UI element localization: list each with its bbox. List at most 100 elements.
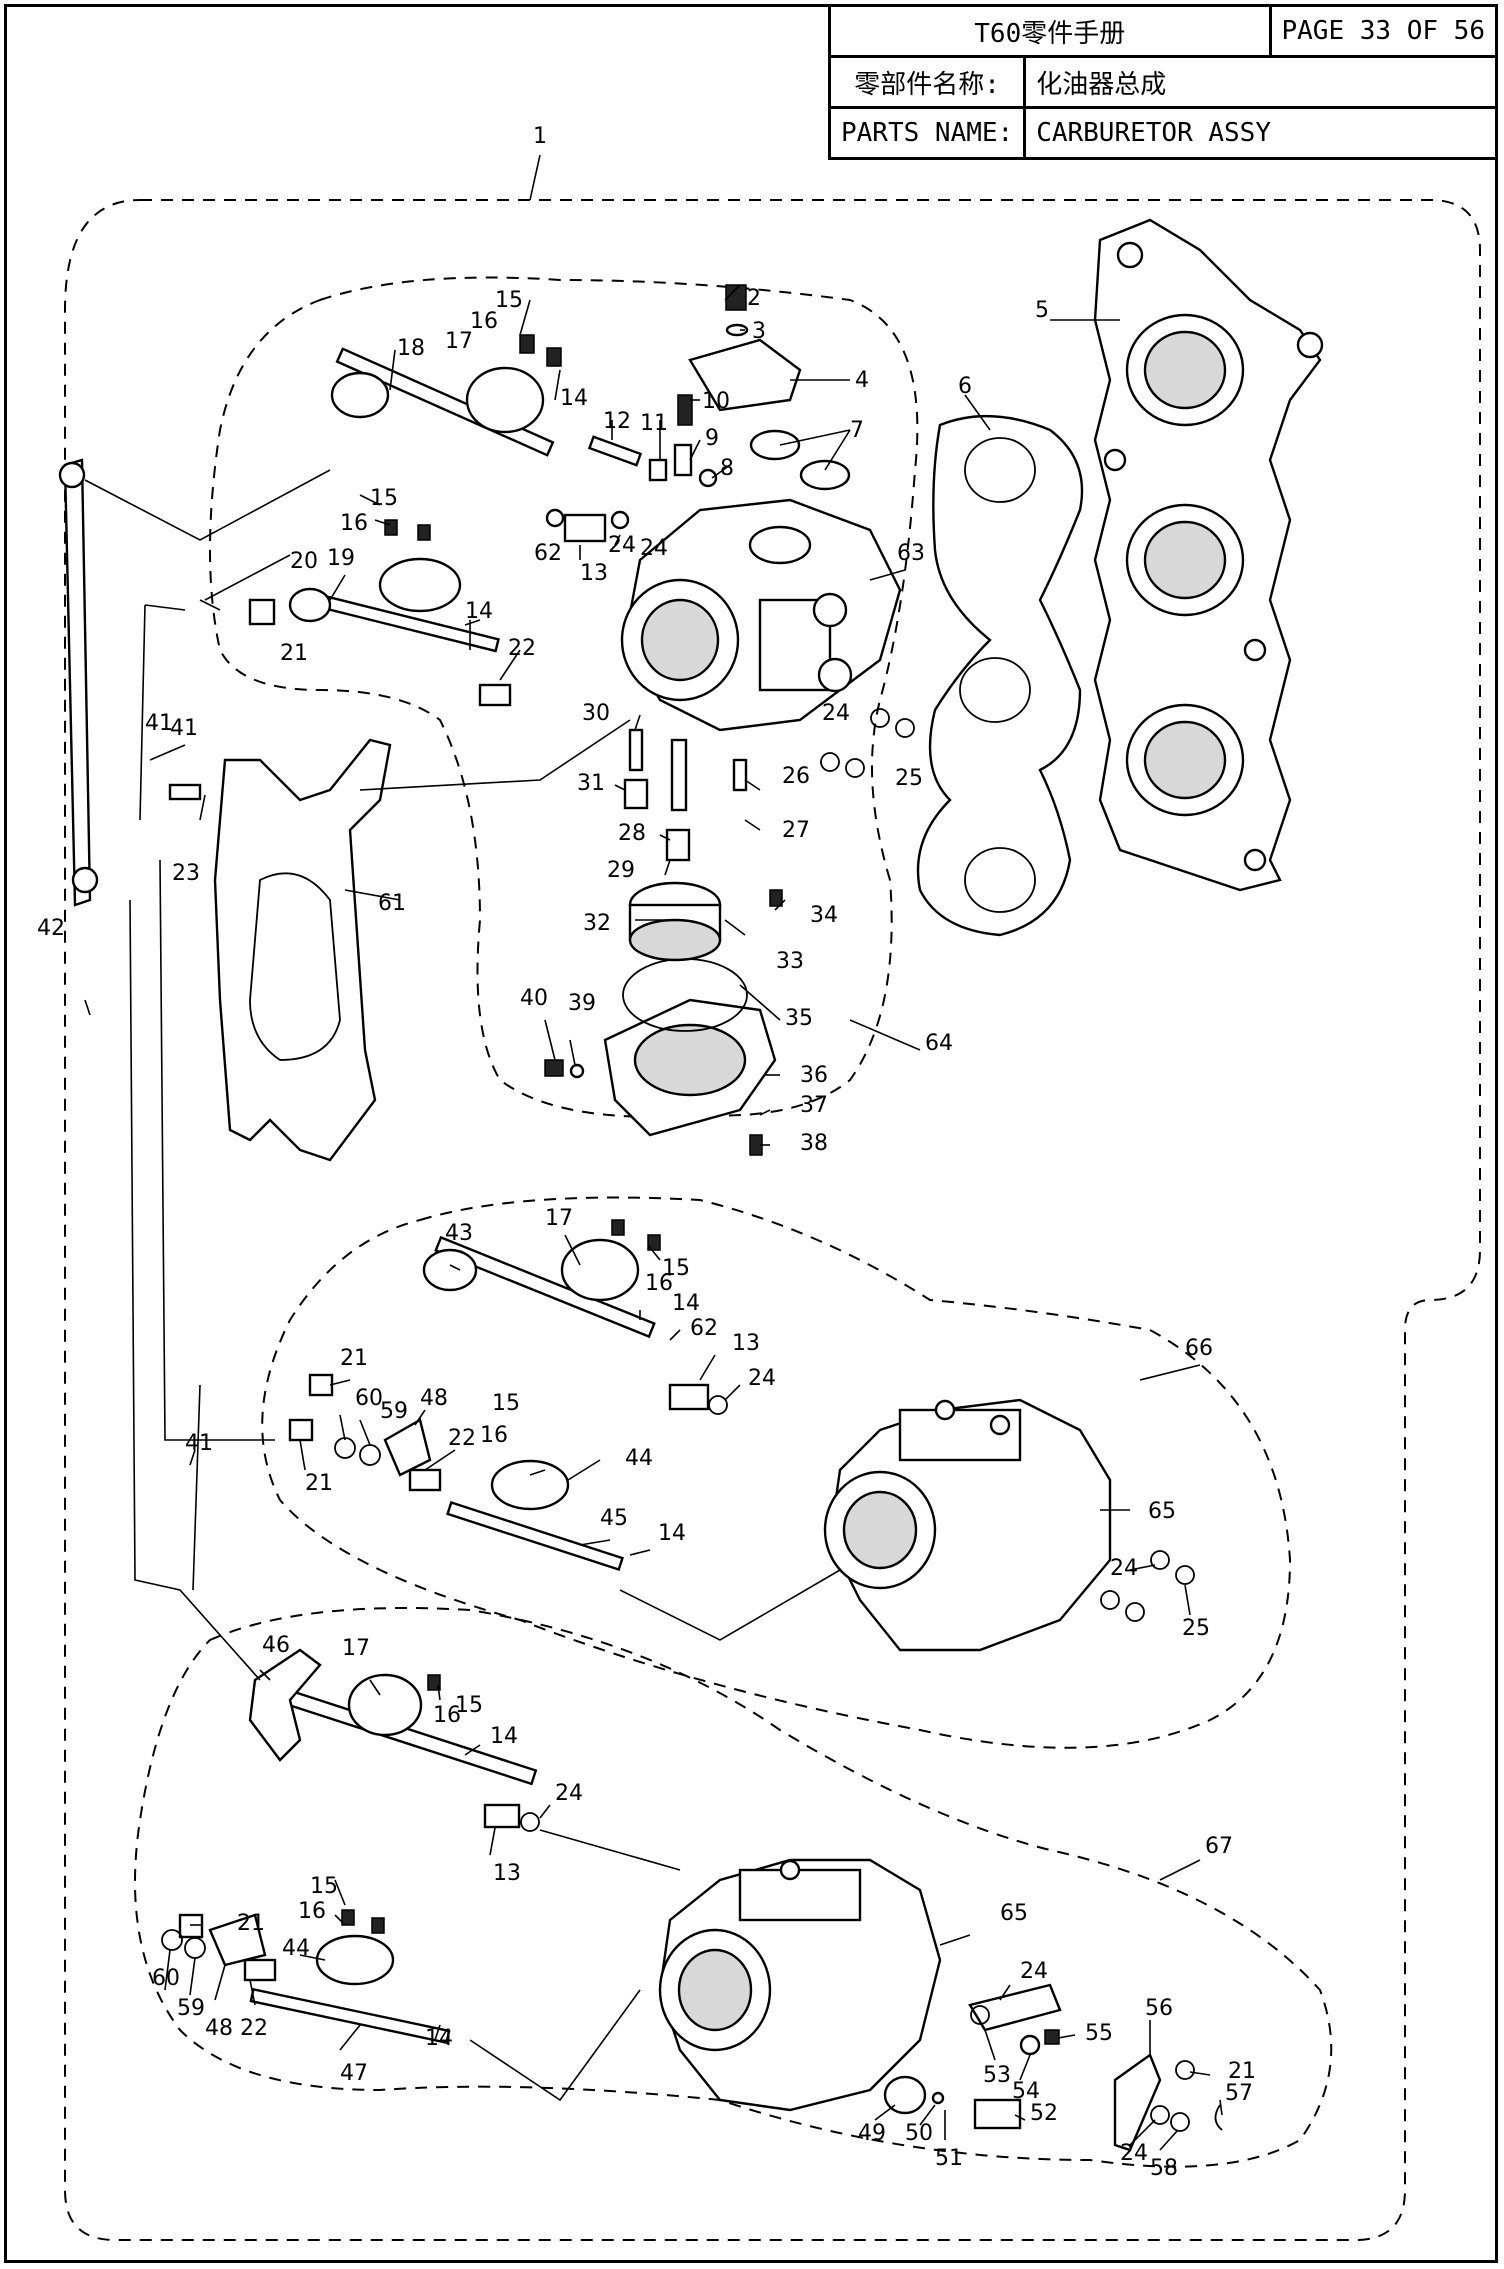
link-rod-part-41a — [139, 604, 186, 821]
callout-8: 8 — [720, 456, 734, 481]
lever-part-56 — [1113, 2053, 1162, 2152]
seal-part-7a — [749, 429, 801, 461]
callout-57: 57 — [1225, 2081, 1253, 2106]
callout-64: 64 — [925, 1031, 953, 1056]
callout-21c: 21 — [305, 1471, 333, 1496]
callout-17b: 17 — [545, 1206, 573, 1231]
callout-67: 67 — [1205, 1834, 1233, 1859]
callout-30: 30 — [582, 701, 610, 726]
callout-11: 11 — [640, 411, 668, 436]
callout-21e: 21 — [1228, 2059, 1256, 2084]
callout-20: 20 — [290, 549, 318, 574]
callout-65b: 65 — [1000, 1901, 1028, 1926]
callout-19: 19 — [327, 546, 355, 571]
callout-24a: 24 — [608, 533, 636, 558]
callout-56: 56 — [1145, 1996, 1173, 2021]
callout-15f: 15 — [310, 1874, 338, 1899]
callout-62a: 62 — [534, 541, 562, 566]
callout-7: 7 — [850, 418, 864, 443]
callout-13a: 13 — [580, 561, 608, 586]
choke-shaft-part-20 — [288, 519, 512, 707]
part-name-cn-value: 化油器总成 — [1023, 55, 1498, 109]
throttle-shaft-part-43 — [422, 1219, 661, 1339]
choke-shaft-part-45 — [334, 1418, 624, 1572]
jet-part-26 — [732, 758, 748, 792]
oring-part-54 — [1019, 2034, 1041, 2056]
callout-66: 66 — [1185, 1336, 1213, 1361]
callout-63: 63 — [897, 541, 925, 566]
callout-15c: 15 — [662, 1256, 690, 1281]
callout-54: 54 — [1012, 2079, 1040, 2104]
carburetor-body-part-65b — [658, 1858, 942, 2112]
callout-24b: 24 — [640, 536, 668, 561]
part-49 — [883, 2075, 927, 2115]
callout-14d: 14 — [658, 1521, 686, 1546]
gasket-part-6 — [916, 414, 1084, 937]
callout-17a: 17 — [445, 329, 473, 354]
spring-part-13b — [668, 1383, 710, 1411]
part-name-en-value: CARBURETOR ASSY — [1023, 106, 1498, 160]
callout-23: 23 — [172, 861, 200, 886]
choke-plate-part-19 — [378, 557, 462, 613]
callout-40: 40 — [520, 986, 548, 1011]
washer-part-59b — [184, 1937, 206, 1959]
part-name-en-label: PARTS NAME: — [827, 106, 1027, 160]
callout-21b: 21 — [340, 1346, 368, 1371]
callout-10: 10 — [702, 389, 730, 414]
nut-part-60b — [161, 1929, 183, 1951]
nut-part-60a — [334, 1437, 356, 1459]
clip-part-21b — [308, 1373, 334, 1397]
washer-part-24b — [870, 708, 890, 728]
lever-part-48a — [383, 1418, 432, 1477]
choke-plate-part-44b — [315, 1934, 395, 1986]
callout-35: 35 — [785, 1006, 813, 1031]
screw-part-10 — [677, 394, 693, 426]
callout-39: 39 — [568, 991, 596, 1016]
callout-61: 61 — [378, 891, 406, 916]
callout-41b: 41 — [145, 711, 173, 736]
callout-52: 52 — [1030, 2101, 1058, 2126]
bolt-part-23 — [168, 783, 202, 801]
callout-2: 2 — [747, 286, 761, 311]
callout-17c: 17 — [342, 1636, 370, 1661]
callout-42: 42 — [37, 916, 65, 941]
callout-48a: 48 — [420, 1386, 448, 1411]
spring-part-22b — [408, 1468, 442, 1492]
callout-14f: 14 — [425, 2026, 453, 2051]
callout-24d: 24 — [748, 1366, 776, 1391]
plate-part-53 — [968, 1983, 1062, 2032]
callout-15b: 15 — [370, 486, 398, 511]
callout-24h: 24 — [1120, 2141, 1148, 2166]
spring-part-13a — [563, 513, 607, 543]
callout-51: 51 — [935, 2146, 963, 2171]
callout-27: 27 — [782, 818, 810, 843]
screw-part-9 — [673, 443, 693, 477]
needle-seat-part-29 — [665, 828, 691, 862]
callout-32: 32 — [583, 911, 611, 936]
part-name-cn-label: 零部件名称: — [827, 55, 1027, 109]
callout-22a: 22 — [508, 636, 536, 661]
callout-44b: 44 — [282, 1936, 310, 1961]
leader-lines — [84, 154, 1223, 2151]
throttle-plate-part-17 — [465, 366, 545, 434]
callout-58: 58 — [1150, 2156, 1178, 2181]
screw-part-34 — [769, 889, 783, 907]
group-outline-1 — [64, 199, 1481, 2241]
callout-62b: 62 — [690, 1316, 718, 1341]
choke-shaft-part-47 — [161, 1909, 451, 2045]
washer-part-24a — [610, 510, 630, 530]
washer-part-59a — [359, 1444, 381, 1466]
callout-16c: 16 — [645, 1271, 673, 1296]
callout-16b: 16 — [340, 511, 368, 536]
callout-28: 28 — [618, 821, 646, 846]
clip-part-57 — [1214, 2104, 1223, 2131]
callout-43: 43 — [445, 1221, 473, 1246]
callout-25b: 25 — [1182, 1616, 1210, 1641]
callout-12: 12 — [603, 409, 631, 434]
bushing-part-62a — [545, 508, 565, 528]
callout-33: 33 — [776, 949, 804, 974]
callout-21a: 21 — [280, 641, 308, 666]
callout-3: 3 — [752, 319, 766, 344]
